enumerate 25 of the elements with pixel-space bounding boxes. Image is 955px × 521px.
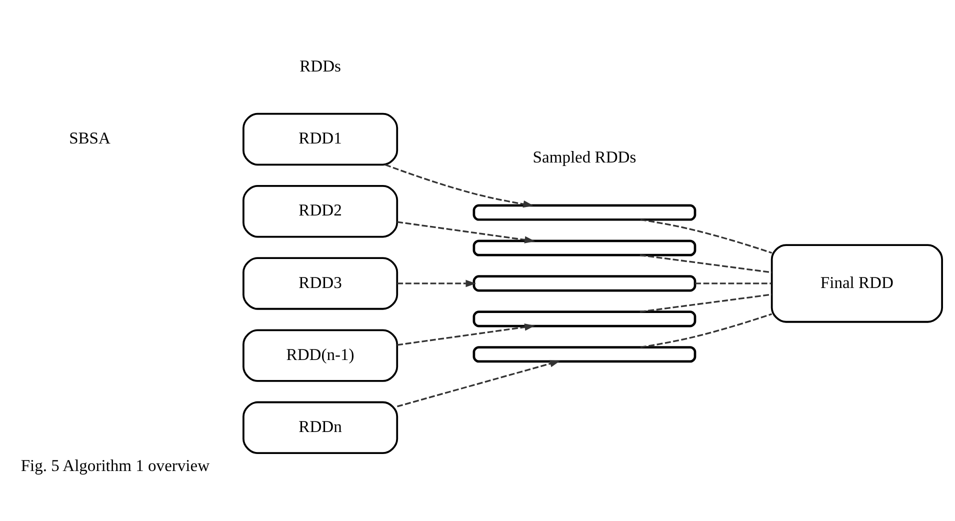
node-box: Final RDD (770, 244, 943, 322)
arrow (384, 163, 534, 208)
node-bar (472, 346, 696, 362)
arrow (396, 360, 560, 407)
node-bar (472, 239, 696, 256)
node-bar (472, 310, 696, 327)
node-box: RDD2 (242, 184, 398, 238)
node-bar (472, 274, 696, 292)
node-bar (472, 204, 696, 220)
connector (640, 254, 772, 273)
connector (640, 312, 772, 348)
node-box: RDD3 (242, 256, 398, 310)
connector (640, 218, 772, 254)
connector (640, 293, 772, 312)
label: Sampled RDDs (532, 147, 636, 166)
node-box: RDDn (242, 400, 398, 454)
node-box: RDD(n-1) (242, 328, 398, 382)
arrow (397, 323, 536, 346)
connector (695, 282, 772, 284)
label: RDDs (300, 56, 341, 76)
arrow (397, 279, 476, 287)
label: SBSA (69, 128, 110, 148)
node-box: RDD1 (242, 112, 398, 166)
caption: Fig. 5 Algorithm 1 overview (20, 456, 210, 475)
arrow (397, 220, 536, 243)
